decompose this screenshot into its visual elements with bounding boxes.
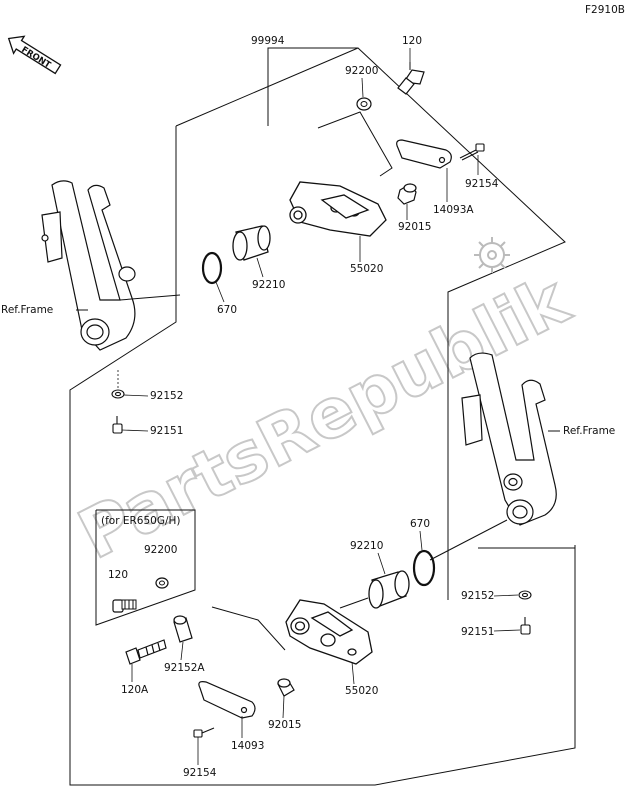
- front-arrow-icon: FRONT: [7, 35, 62, 75]
- callout-variant-bolt: 120: [108, 569, 128, 581]
- callout-washer-top: 92200: [345, 65, 378, 77]
- bolt-92151-right: [520, 617, 531, 635]
- washer-icon: [155, 577, 169, 589]
- plate-14093-bottom: [198, 681, 256, 719]
- callout-plate-bottom: 14093: [231, 740, 264, 752]
- callout-slider-top: 55020: [350, 263, 383, 275]
- callout-bolt-left: 92151: [150, 425, 183, 437]
- callout-collar-bottom: 92015: [268, 719, 301, 731]
- slider-55020-top: [289, 181, 387, 237]
- ref-frame-right: Ref.Frame: [563, 425, 615, 437]
- callout-plate-top: 14093A: [433, 204, 474, 216]
- left-frame: [41, 180, 181, 351]
- ref-frame-left: Ref.Frame: [1, 304, 53, 316]
- callout-bolt-top: 120: [402, 35, 422, 47]
- callout-variant-washer: 92200: [144, 544, 177, 556]
- variant-note: (for ER650G/H): [101, 515, 181, 527]
- callout-bolt-small-bottom: 92154: [183, 767, 217, 779]
- callout-spacer-bottom: 92152A: [164, 662, 205, 674]
- bolt-icon: [112, 599, 137, 613]
- right-frame: [429, 352, 557, 561]
- callout-assembly: 99994: [251, 35, 285, 47]
- nut-92152-right: [518, 590, 532, 600]
- callout-bolt-right: 92151: [461, 626, 494, 638]
- callout-bolt-small-top: 92154: [465, 178, 499, 190]
- callout-grommet-top: 92210: [252, 279, 285, 291]
- bolt-92154-top: [459, 143, 485, 161]
- callout-nut-right: 92152: [461, 590, 494, 602]
- nut-92152-left: [111, 389, 125, 399]
- figure-code: F2910B: [585, 4, 625, 16]
- collar-92015-bottom: [277, 678, 295, 697]
- bolt-120a: [125, 639, 167, 665]
- variant-box: (for ER650G/H) 92200 120: [95, 509, 196, 626]
- gear-icon: [474, 237, 510, 273]
- grommet-92210-bottom: [368, 570, 410, 609]
- callout-grommet-bottom: 92210: [350, 540, 383, 552]
- callout-ring-top: 670: [217, 304, 237, 316]
- collar-92015-top: [397, 183, 417, 205]
- callout-collar-top: 92015: [398, 221, 431, 233]
- callout-ring-bottom: 670: [410, 518, 430, 530]
- ring-670-bottom-icon: [412, 549, 436, 587]
- bolt-92151-left: [112, 416, 123, 434]
- slider-55020-bottom: [285, 599, 373, 665]
- plate-14093a: [396, 139, 452, 169]
- spacer-92152a: [173, 615, 193, 643]
- callout-nut-left: 92152: [150, 390, 183, 402]
- callout-bolt-bottom: 120A: [121, 684, 149, 696]
- ring-670-top-icon: [201, 251, 223, 285]
- assembly-outline: [69, 47, 576, 786]
- callout-slider-bottom: 55020: [345, 685, 378, 697]
- bolt-120-top: [397, 62, 425, 95]
- washer-top-icon: [356, 97, 372, 111]
- grommet-92210-top: [232, 225, 271, 261]
- bolt-92154-bottom: [193, 727, 215, 738]
